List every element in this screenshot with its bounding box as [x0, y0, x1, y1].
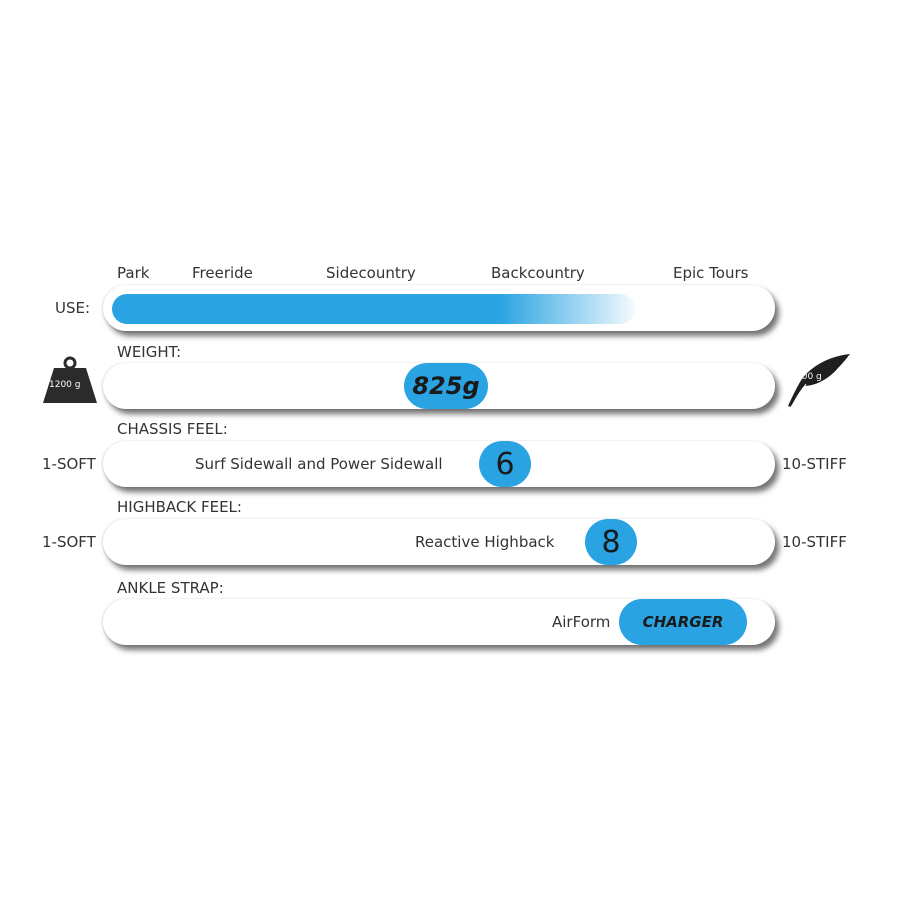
weight-bar: 825g	[103, 363, 775, 409]
chassis-label: CHASSIS FEEL:	[117, 420, 228, 438]
highback-max-label: 10-STIFF	[782, 533, 847, 551]
weight-label: WEIGHT:	[117, 343, 182, 361]
use-bar	[103, 285, 775, 331]
ankle-strap-selected: CHARGER	[642, 613, 724, 631]
chassis-min-label: 1-SOFT	[42, 455, 96, 473]
highback-rating: 8	[601, 524, 621, 560]
use-category-freeride: Freeride	[192, 264, 253, 282]
ankle-strap-label: ANKLE STRAP:	[117, 579, 224, 597]
chassis-max-label: 10-STIFF	[782, 455, 847, 473]
use-category-sidecountry: Sidecountry	[326, 264, 416, 282]
use-category-backcountry: Backcountry	[491, 264, 585, 282]
light-weight-label: 600 g	[796, 372, 822, 382]
highback-rating-badge: 8	[585, 519, 637, 565]
heavy-weight-label: 1200 g	[49, 380, 81, 390]
chassis-description: Surf Sidewall and Power Sidewall	[195, 455, 443, 473]
weight-icon: 1200 g	[42, 356, 98, 404]
use-range-fill	[112, 294, 635, 324]
weight-value-badge: 825g	[404, 363, 488, 409]
highback-min-label: 1-SOFT	[42, 533, 96, 551]
highback-description: Reactive Highback	[415, 533, 555, 551]
weight-value: 825g	[412, 372, 480, 400]
ankle-strap-option: AirForm	[552, 613, 611, 631]
use-category-park: Park	[117, 264, 150, 282]
highback-bar: Reactive Highback 8	[103, 519, 775, 565]
chassis-rating: 6	[495, 446, 515, 482]
use-label: USE:	[55, 299, 91, 317]
chassis-rating-badge: 6	[479, 441, 531, 487]
ankle-strap-bar: AirForm CHARGER	[103, 599, 775, 645]
highback-label: HIGHBACK FEEL:	[117, 498, 242, 516]
ankle-strap-selected-badge: CHARGER	[619, 599, 747, 645]
chassis-bar: Surf Sidewall and Power Sidewall 6	[103, 441, 775, 487]
feather-icon: 600 g	[786, 352, 852, 408]
use-category-epic-tours: Epic Tours	[673, 264, 749, 282]
